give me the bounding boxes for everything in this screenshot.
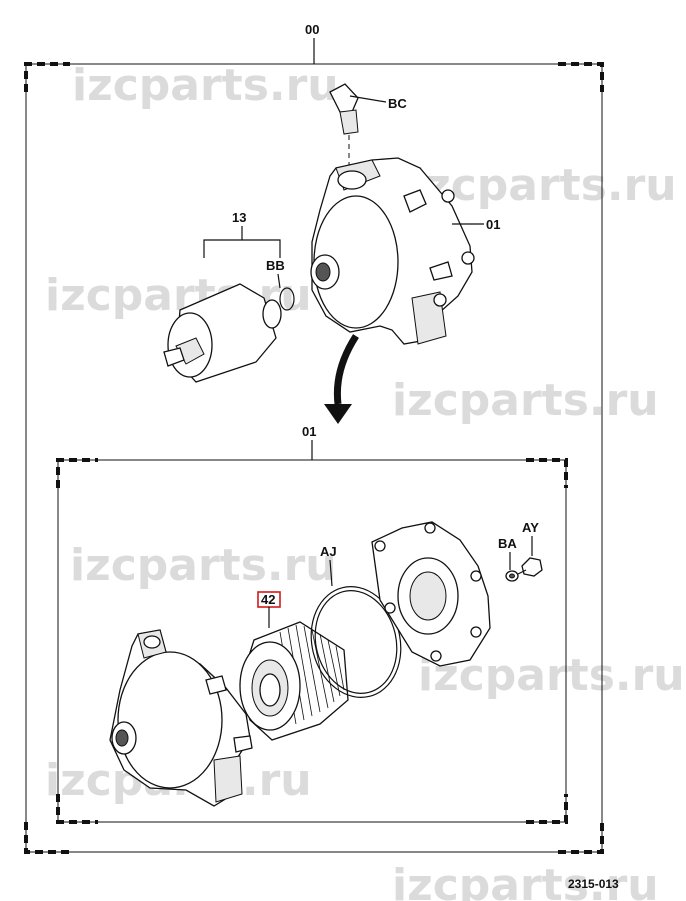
elbow-fitting: BC [329, 83, 407, 168]
watermark: izcparts.ru [72, 60, 339, 111]
filter-element: 42 [239, 591, 349, 741]
filter-group: 13 [163, 210, 282, 383]
label-filter-group: 13 [232, 210, 246, 225]
label-gasket: AJ [320, 544, 337, 559]
label-sub-assembly: 01 [302, 424, 316, 439]
washer-and-screw: BA AY [498, 520, 543, 582]
detail-arrow [324, 334, 359, 424]
inner-assembly-bracket: 01 [56, 424, 568, 824]
label-pump: 01 [486, 217, 500, 232]
label-filter: 42 [261, 592, 275, 607]
figure-reference: 2315-013 [568, 877, 619, 891]
vacuum-pump: 01 [310, 157, 500, 345]
outer-assembly-bracket: 00 [24, 22, 604, 854]
label-top-assembly: 00 [305, 22, 319, 37]
watermark: izcparts.ru [410, 160, 677, 211]
cover-plate [371, 521, 491, 667]
o-ring: BB [266, 258, 295, 311]
watermark: izcparts.ru [392, 860, 659, 901]
watermark: izcparts.ru [70, 540, 337, 591]
label-oring: BB [266, 258, 285, 273]
pump-housing [109, 629, 253, 807]
watermarks: izcparts.ru izcparts.ru izcparts.ru izcp… [45, 60, 685, 901]
label-washer: BA [498, 536, 517, 551]
watermark: izcparts.ru [392, 375, 659, 426]
label-fitting: BC [388, 96, 407, 111]
label-screw: AY [522, 520, 539, 535]
